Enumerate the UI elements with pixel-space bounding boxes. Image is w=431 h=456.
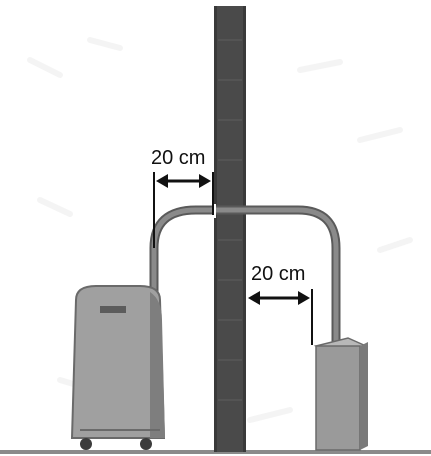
arrow-right-head bbox=[298, 291, 310, 305]
portable-unit bbox=[70, 285, 166, 450]
arrow-right-head bbox=[199, 174, 211, 188]
unit-wheel-right bbox=[140, 438, 152, 450]
unit-label-plate bbox=[100, 306, 126, 313]
dimension-top: 20 cm bbox=[151, 147, 214, 248]
dimension-top-label: 20 cm bbox=[151, 147, 205, 169]
dimension-right-label: 20 cm bbox=[251, 263, 305, 285]
pole bbox=[214, 6, 246, 452]
arrow-left-head bbox=[248, 291, 260, 305]
dimension-right: 20 cm bbox=[248, 263, 313, 345]
outdoor-box bbox=[313, 337, 369, 451]
unit-wheel-left bbox=[80, 438, 92, 450]
arrow-left-head bbox=[156, 174, 168, 188]
